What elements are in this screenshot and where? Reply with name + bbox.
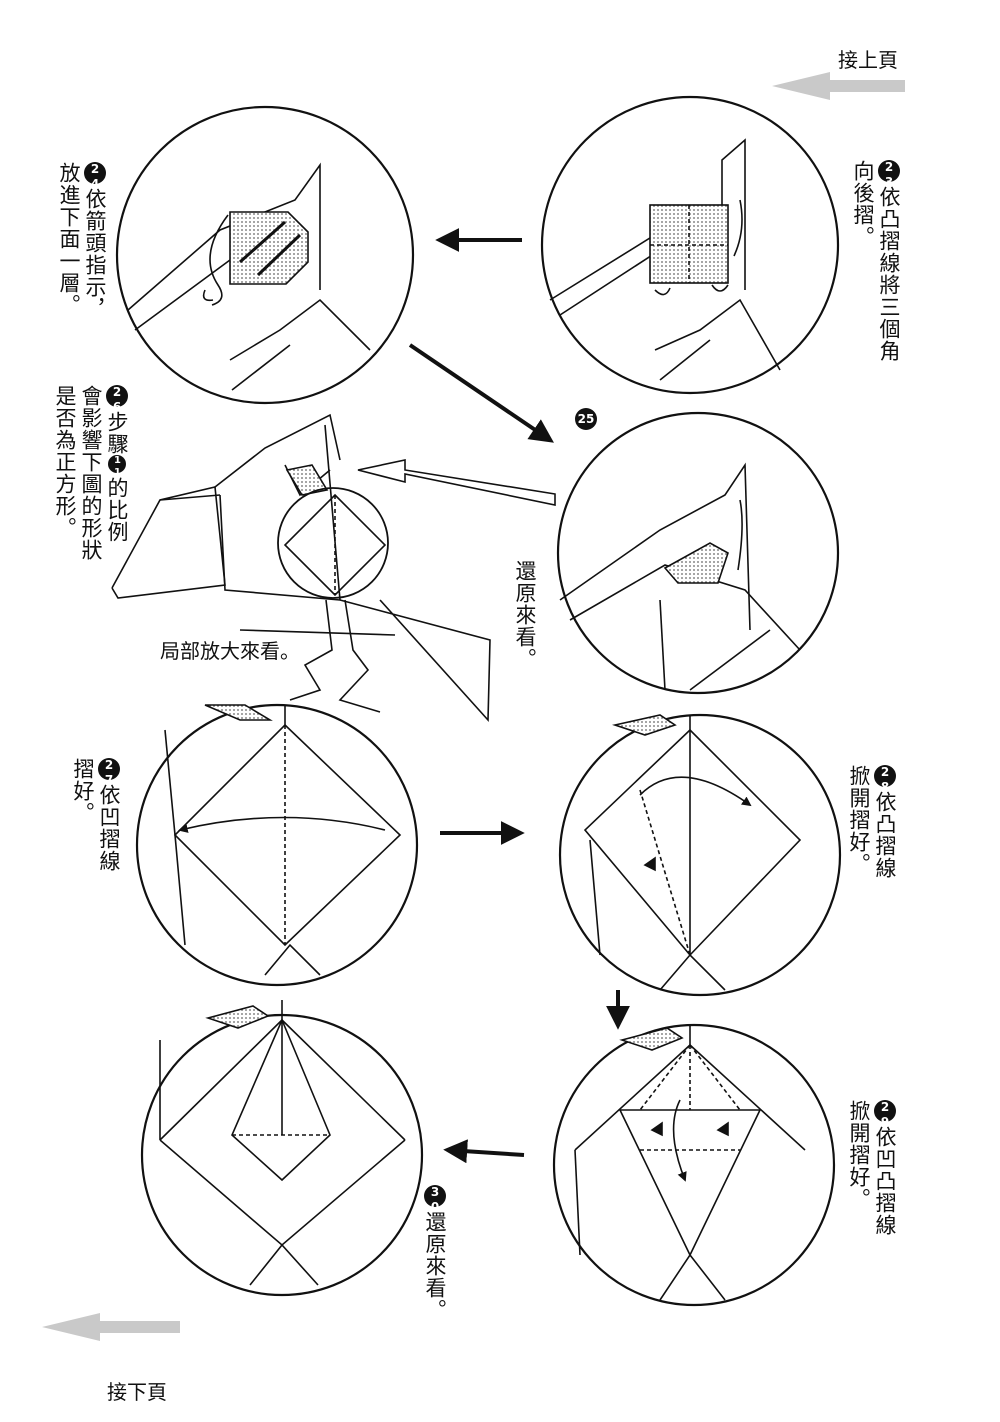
zoom-caption: 局部放大來看。 (160, 639, 300, 663)
step-25-diagram (556, 411, 840, 695)
continued-to-label: 接下頁 (107, 1380, 167, 1404)
continued-from-label: 接上頁 (838, 48, 898, 72)
step-24-number: 24 (84, 162, 106, 192)
step-29-diagram (552, 1023, 836, 1307)
step-26-instruction: 26步驟11的比例 會影響下圖的形狀 是否為正方形。 (52, 385, 130, 625)
step-27-text-2: 摺好。 (71, 758, 95, 824)
step-23-instruction: 23依凸摺線將三個角 向後摺。 (846, 160, 902, 380)
step-29-text-2: 掀開摺好。 (847, 1100, 871, 1210)
step-25-number: 25 (575, 408, 597, 430)
step-24-text-1: 依箭頭指示， (83, 188, 107, 320)
step-30-instruction: 30還原來看。 (422, 1185, 448, 1325)
step-24-diagram (115, 105, 415, 405)
step-25-instruction: 還原來看。 (513, 560, 537, 670)
step-28-text-1: 依凸摺線 (873, 791, 897, 879)
step-23-text-2: 向後摺。 (851, 160, 875, 248)
step-30-text-1: 還原來看。 (423, 1211, 447, 1321)
step-28-number: 28 (874, 765, 896, 795)
step-28-diagram (558, 713, 842, 997)
step-23-text-1: 依凸摺線將三個角 (877, 186, 901, 362)
flow-arrows (408, 228, 630, 1164)
step-24-instruction: 24依箭頭指示， 放進下面一層。 (56, 162, 108, 382)
step-26-text-3: 是否為正方形。 (53, 385, 77, 539)
step-26-text-1a: 步驟 (105, 411, 129, 455)
step-24-text-2: 放進下面一層。 (57, 162, 81, 316)
step-29-instruction: 29依凹凸摺線 掀開摺好。 (846, 1100, 898, 1280)
step-26-number: 26 (106, 385, 128, 415)
continue-to-arrow (42, 1313, 180, 1341)
step-26-model (111, 413, 491, 723)
step-30-diagram (140, 1000, 424, 1297)
step-29-text-1: 依凹凸摺線 (873, 1126, 897, 1236)
step-26-text-2: 會影響下圖的形狀 (79, 385, 103, 561)
step-26-ref-number: 11 (108, 455, 126, 479)
step-27-number: 27 (98, 758, 120, 788)
step-27-diagram (135, 703, 419, 987)
step-29-number: 29 (874, 1100, 896, 1130)
step-26-text-1b: 的比例 (105, 477, 129, 543)
step-25-to-26-arrow (357, 459, 556, 506)
step-28-text-2: 掀開摺好。 (847, 765, 871, 875)
step-23-number: 23 (878, 160, 900, 190)
step-27-text-1: 依凹摺線 (97, 784, 121, 872)
step-30-number: 30 (424, 1185, 446, 1215)
step-23-diagram (540, 95, 840, 395)
step-28-instruction: 28依凸摺線 掀開摺好。 (846, 765, 898, 925)
continue-from-arrow (772, 72, 905, 100)
step-27-instruction: 27依凹摺線 摺好。 (70, 758, 122, 918)
zoom-connector (289, 599, 381, 713)
